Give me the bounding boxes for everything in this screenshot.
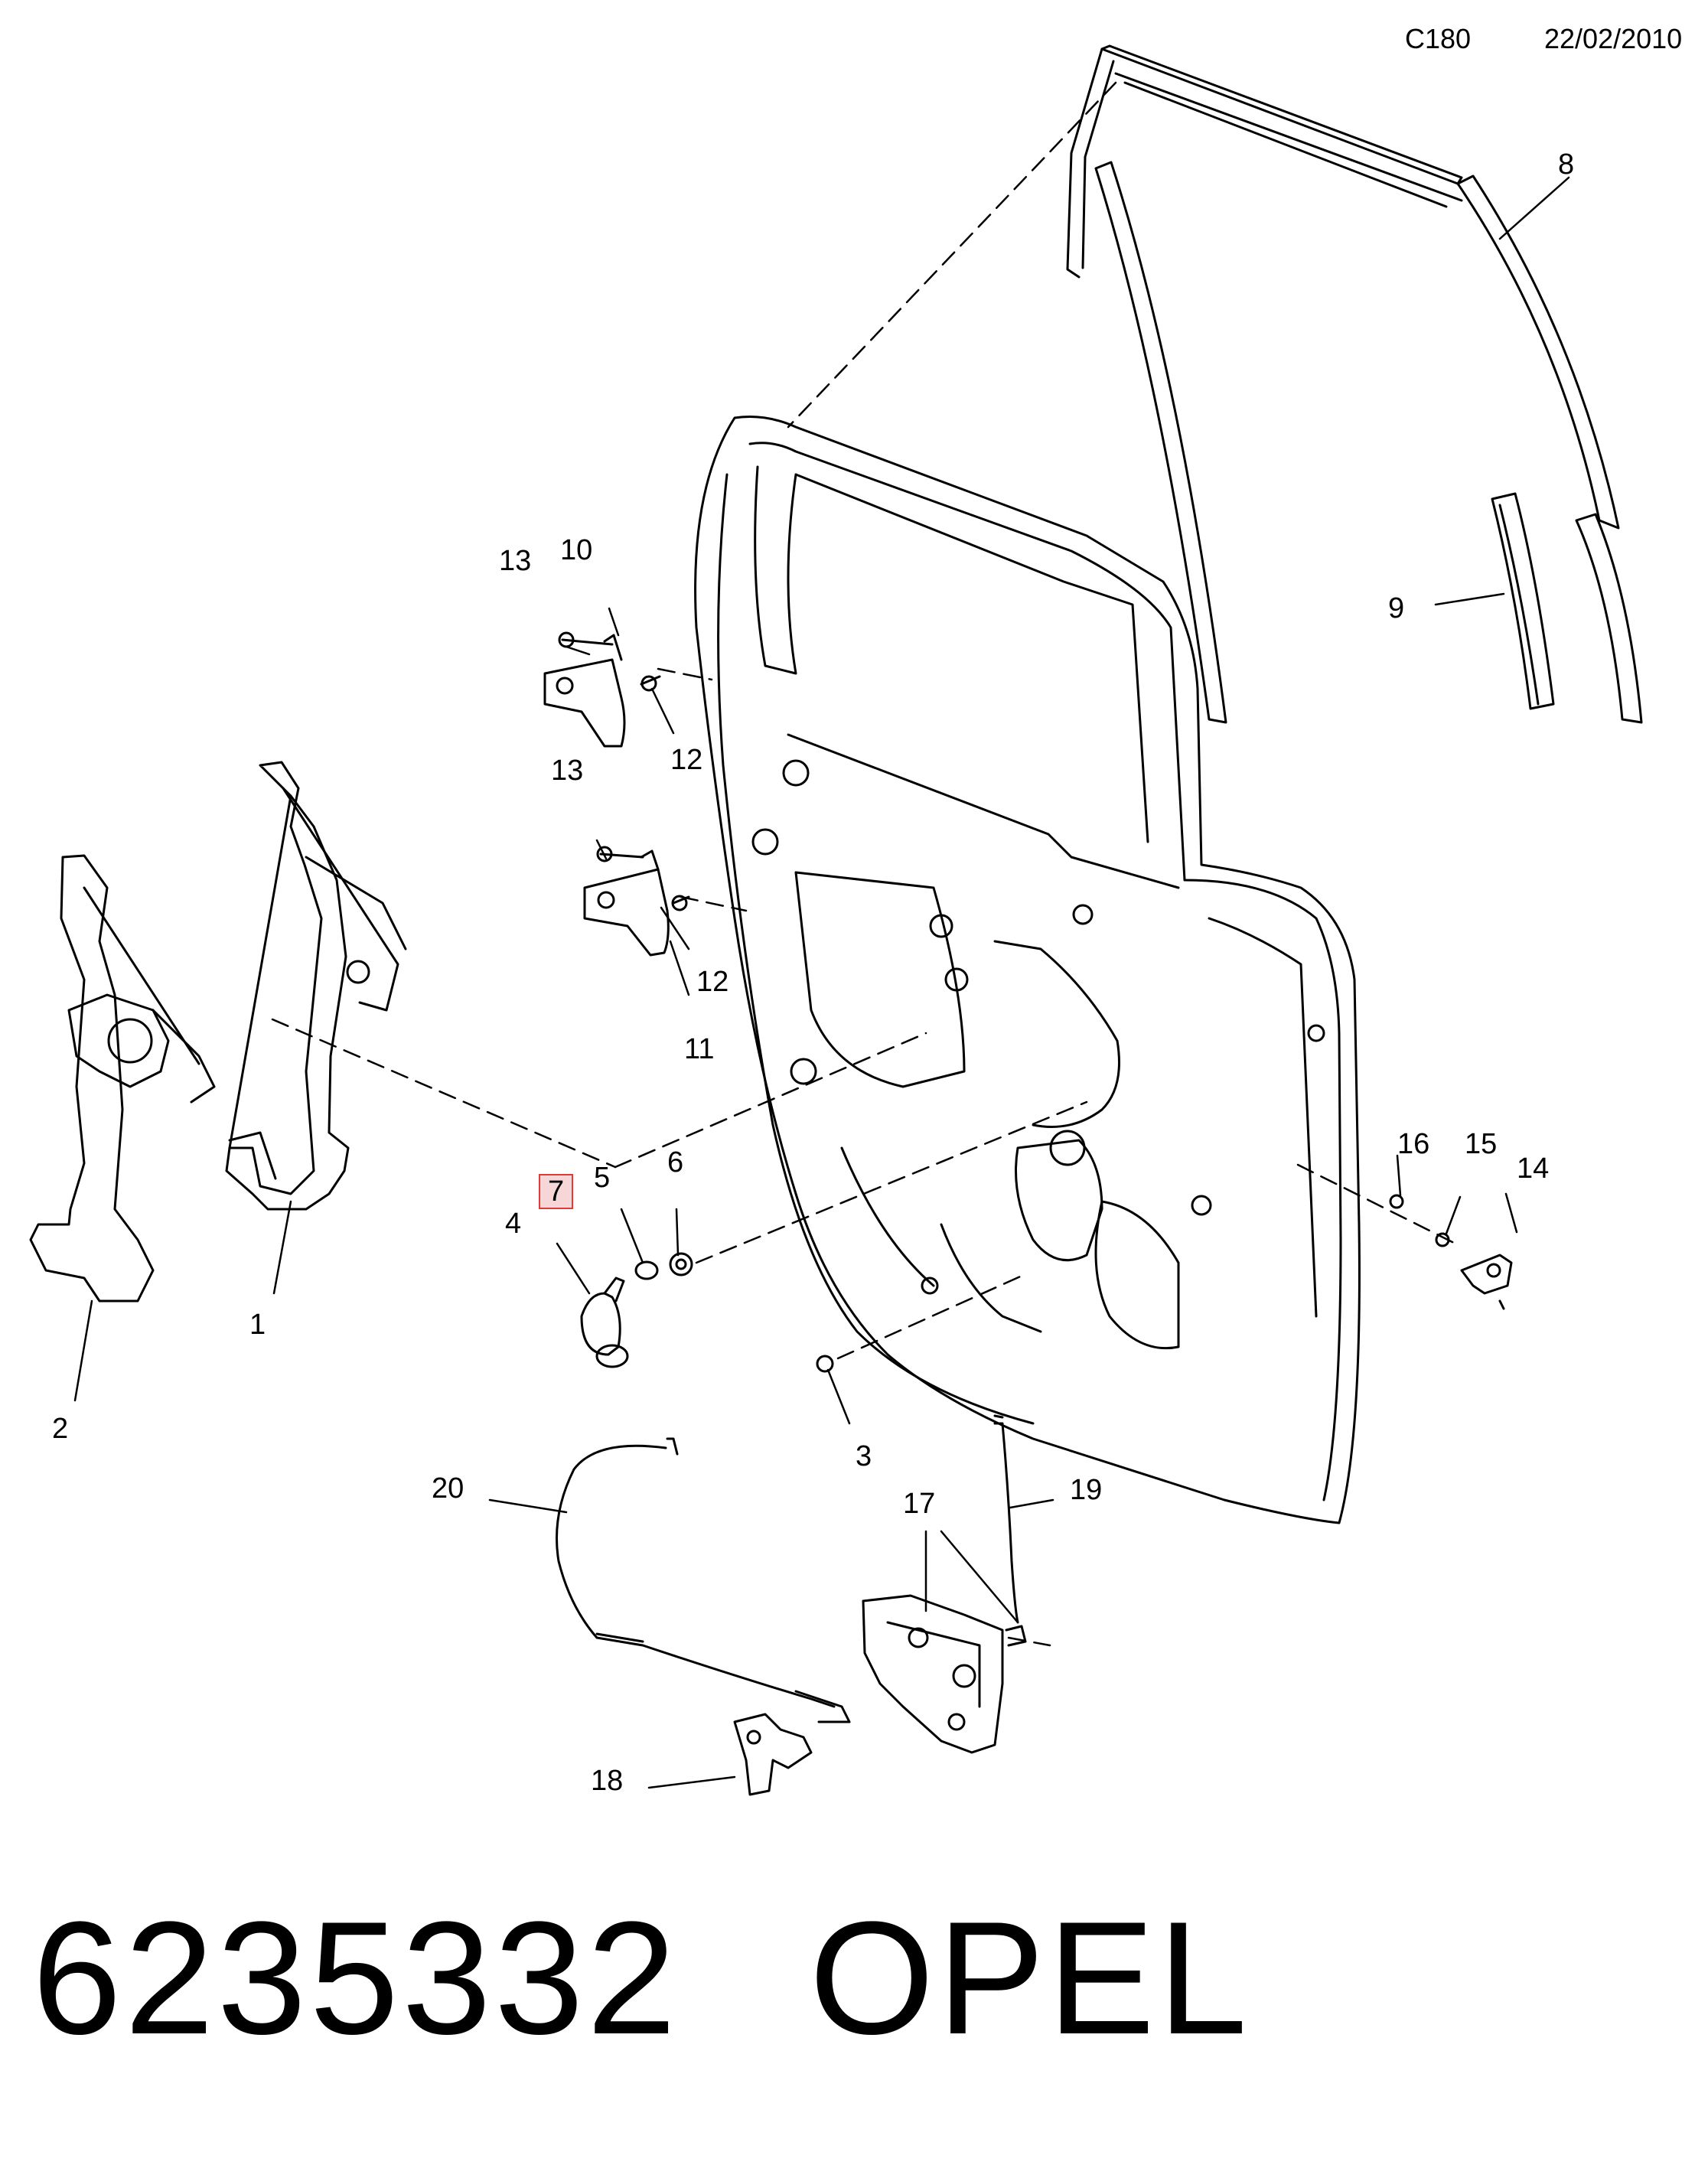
callout-9: 9: [1388, 592, 1405, 624]
callout-16: 14: [1517, 1153, 1550, 1185]
window-run-channel: [1066, 44, 1643, 724]
callout-15: 18: [591, 1765, 624, 1797]
callout-11: 11: [684, 1033, 715, 1065]
callout-17: 15: [1465, 1128, 1498, 1160]
window-regulator-motor: [29, 854, 216, 1303]
assembly-lines: [271, 81, 1455, 1647]
leader-lines: [73, 176, 1570, 1789]
window-crank-parts: [580, 1252, 693, 1368]
part-number: 6235332: [32, 1888, 680, 2068]
callout-12-lower: 12: [696, 966, 729, 998]
callout-4: 4: [505, 1208, 522, 1240]
brand-name: OPEL: [809, 1888, 1250, 2068]
callout-6: 6: [667, 1146, 684, 1179]
nut: [816, 1355, 834, 1373]
callout-19: 19: [1070, 1474, 1103, 1506]
callout-7-highlighted[interactable]: 7: [539, 1174, 574, 1209]
door-inner-panel: [694, 416, 1361, 1524]
hinge-upper: [543, 634, 626, 748]
release-cable: [556, 1437, 851, 1723]
diagram-code: C180: [1405, 23, 1472, 54]
callout-8: 8: [1558, 148, 1575, 181]
handle-bracket: [733, 1713, 813, 1796]
callout-2: 2: [52, 1413, 69, 1445]
callout-1: 1: [249, 1309, 266, 1341]
callout-18: 16: [1397, 1128, 1430, 1160]
door-lock: [862, 1594, 1027, 1754]
hinge-lower: [583, 849, 670, 957]
callout-20: 20: [432, 1472, 464, 1505]
callout-5: 5: [594, 1162, 611, 1194]
door-check-strap: [1389, 1194, 1513, 1310]
callout-13-lower: 13: [551, 755, 584, 787]
lock-rod: [993, 1414, 1019, 1624]
callout-10: 10: [560, 534, 593, 566]
window-regulator: [225, 761, 407, 1211]
callout-13-upper: 13: [499, 545, 532, 577]
window-channel-strip: [1491, 492, 1555, 710]
callout-14: 17: [903, 1488, 936, 1520]
hinge-bolts: [558, 631, 690, 911]
callout-3: 3: [856, 1440, 872, 1472]
diagram-date: 22/02/2010: [1544, 23, 1683, 54]
callout-12-upper: 12: [670, 744, 703, 776]
